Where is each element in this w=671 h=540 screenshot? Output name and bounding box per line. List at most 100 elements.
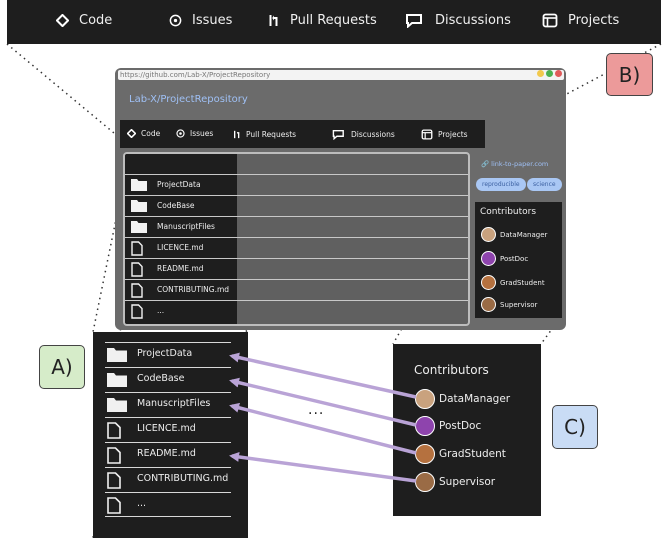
avatar [481,227,496,242]
url-bar[interactable]: https://github.com/Lab-X/ProjectReposito… [118,70,564,80]
label-b: B) [606,53,653,96]
contributor-name: GradStudent [439,448,506,460]
avatar [481,297,496,312]
close-dot[interactable] [555,70,562,77]
file-row[interactable]: LICENCE.md [105,417,231,441]
avatar [481,275,496,290]
repo-title[interactable]: Lab-X/ProjectRepository [129,94,248,105]
file-row[interactable]: ManuscriptFiles [105,392,231,416]
file-row[interactable]: README.md [105,442,231,466]
file-row[interactable]: ProjectData [125,174,468,195]
file-icon [107,447,121,464]
contributor-item[interactable]: DataManager [415,389,510,409]
mini-repo-nav: Code Issues Pull Requests Discussions Pr… [120,120,485,148]
nav-tab-projects-label: Projects [568,13,620,28]
file-row-label: ProjectData [137,348,193,359]
file-list-zoom: ProjectData CodeBase ManuscriptFiles LIC… [93,332,248,538]
mini-tab-projects-label: Projects [438,130,468,139]
folder-icon [131,221,147,233]
mini-tab-projects[interactable]: Projects [421,129,468,140]
guide-line-files-top [92,189,123,333]
file-icon [131,262,143,277]
file-row[interactable]: CodeBase [125,195,468,216]
nav-tab-discussions-label: Discussions [435,13,511,28]
file-row[interactable]: CONTRIBUTING.md [105,467,231,491]
file-row-label: README.md [157,264,204,273]
file-row-label: README.md [137,448,196,459]
file-browser: ProjectData CodeBase ManuscriptFiles LIC… [123,152,470,326]
contributor-item[interactable]: DataManager [481,227,547,242]
mini-tab-issues-label: Issues [190,129,214,138]
contributors-zoom: Contributors DataManager PostDoc GradStu… [393,344,541,516]
mini-tab-discussions-label: Discussions [351,130,395,139]
file-row[interactable]: README.md [125,258,468,279]
file-row-label: ... [157,306,165,315]
discussions-icon [332,129,344,140]
contributor-item[interactable]: GradStudent [481,275,545,290]
nav-tab-pull-requests[interactable]: Pull Requests [268,13,377,28]
contributor-name: Supervisor [439,476,496,488]
arrow-datamanager-projectdata [229,352,417,399]
folder-icon [107,398,127,412]
label-a: A) [39,345,85,389]
file-row[interactable]: ManuscriptFiles [125,216,468,237]
issues-icon [169,14,182,27]
nav-tab-code-label: Code [79,13,113,28]
mini-tab-pull-requests[interactable]: Pull Requests [233,129,296,140]
browser-window: https://github.com/Lab-X/ProjectReposito… [115,68,566,330]
file-icon [131,304,143,319]
mini-tab-discussions[interactable]: Discussions [332,129,395,140]
nav-tab-discussions[interactable]: Discussions [405,13,511,28]
nav-tab-issues[interactable]: Issues [169,13,232,28]
file-icon [107,497,121,514]
file-icon [131,283,143,298]
paper-link[interactable]: 🔗 link-to-paper.com [481,160,548,168]
file-row-label: CONTRIBUTING.md [157,285,230,294]
file-row[interactable]: LICENCE.md [125,237,468,258]
file-row[interactable]: CONTRIBUTING.md [125,279,468,300]
pull-request-icon [269,15,278,26]
nav-tab-code[interactable]: Code [56,13,112,28]
minimize-dot[interactable] [537,70,544,77]
file-row[interactable]: CodeBase [105,367,231,391]
contributor-item[interactable]: Supervisor [415,472,495,492]
arrow-gradstudent-manuscript [229,402,417,455]
file-icon [107,472,121,489]
contributor-item[interactable]: Supervisor [481,297,537,312]
file-row-label: ManuscriptFiles [137,398,211,409]
paper-link-label: link-to-paper.com [491,160,549,168]
window-controls [537,70,562,77]
contributor-name: PostDoc [500,254,529,263]
contributors-heading: Contributors [480,207,537,217]
maximize-dot[interactable] [546,70,553,77]
mini-tab-code[interactable]: Code [127,129,160,138]
divider [105,516,231,517]
mini-tab-pull-requests-label: Pull Requests [246,130,297,139]
guide-line-files-right [237,315,249,335]
file-row[interactable]: ProjectData [105,342,231,366]
link-icon: 🔗 [481,160,490,168]
topic-tag-reproducible[interactable]: reproducible [476,178,526,191]
repo-nav-bar: Code Issues Pull Requests Discussions Pr… [7,0,661,44]
contributor-item[interactable]: PostDoc [481,251,528,266]
file-row-label: ProjectData [157,180,201,189]
arrow-postdoc-codebase [229,377,417,427]
file-row-label: ManuscriptFiles [157,222,215,231]
projects-icon [542,13,558,28]
contributor-name: DataManager [439,393,511,405]
file-row[interactable]: ... [125,300,468,321]
topic-tag-science[interactable]: science [527,178,562,191]
nav-tab-projects[interactable]: Projects [542,13,619,28]
arrow-supervisor-readme [229,451,417,483]
file-row[interactable]: ... [105,492,231,516]
contributor-item[interactable]: GradStudent [415,444,506,464]
mini-tab-issues[interactable]: Issues [176,129,213,138]
guide-line-nav-left [6,43,121,139]
nav-tab-issues-label: Issues [192,13,233,28]
file-row-label: CodeBase [157,201,195,210]
nav-tab-pull-requests-label: Pull Requests [290,13,377,28]
folder-icon [131,200,147,212]
folder-icon [131,179,147,191]
file-row-label: LICENCE.md [137,423,196,434]
